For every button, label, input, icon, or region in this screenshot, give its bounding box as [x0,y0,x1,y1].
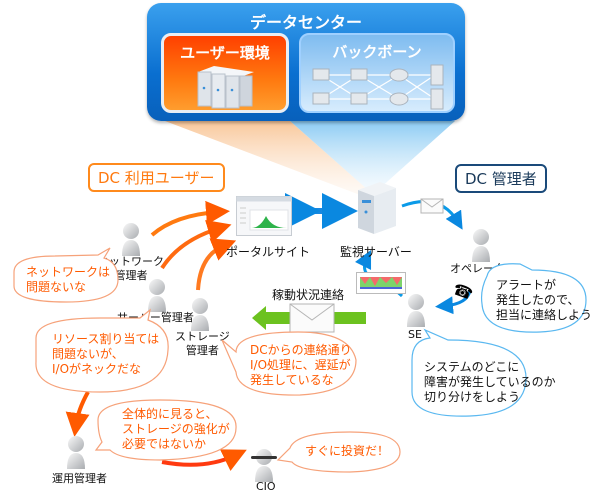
datacenter-panel: データセンター ユーザー環境 バックボーン [147,3,465,121]
bubble-se: システムのどこに 障害が発生しているのか 切り分けをしよう [424,360,556,405]
bubble-network-text: ネットワークは 問題ないな [26,265,111,294]
monitoring-server-label: 監視サーバー [340,245,412,259]
bubble-ops: 全体的に見ると、 ストレージの強化が 必要ではないか [122,407,230,452]
user-environment-label: ユーザー環境 [180,44,270,62]
datacenter-title: データセンター [249,13,362,32]
bubble-server: リソース割り当ては 問題ないが、 I/Oがネックだな [52,332,159,377]
bubble-server-text: リソース割り当ては 問題ないが、 I/Oがネックだな [52,332,160,376]
bubble-operator-text: アラートが 発生したので、 担当に連絡しよう [496,278,593,322]
backbone-label: バックボーン [332,43,422,61]
bubble-cio-shape [276,431,401,473]
storage-admin-label: ストレージ 管理者 [175,330,230,357]
backbone-panel: バックボーン [299,33,455,113]
bubble-network-shape [13,247,119,303]
server-rack-icon [197,66,254,109]
bubble-storage-text: DCからの連絡通り I/O処理に、遅延が 発生しているな [250,343,352,387]
arrow-network-to-portal [150,200,230,237]
user-environment-panel: ユーザー環境 [161,33,289,113]
bubble-cio: すぐに投資だ！ [305,444,389,459]
arrow-ops-to-cio [161,449,247,472]
cio-label: CIO [256,480,276,493]
bubble-storage-shape [221,331,357,396]
envelope-icon [289,303,335,333]
bubble-se-shape [411,328,527,417]
arrow-server-to-ops [65,391,90,437]
bubble-server-shape [35,308,169,393]
envelope-small-icon [420,198,444,214]
bubble-ops-text: 全体的に見ると、 ストレージの強化が 必要ではないか [122,407,230,451]
arrow-server-to-portal [160,219,232,270]
status-report-label: 稼動状況連絡 [272,288,345,302]
bubble-operator-shape [480,263,587,333]
portal-site-icon [236,196,292,236]
bubble-se-text: システムのどこに 障害が発生しているのか 切り分けをしよう [424,360,556,404]
bubble-network: ネットワークは 問題ないな [26,265,110,295]
arrow-storage-to-portal [196,238,237,291]
bubble-cio-text: すぐに投資だ！ [305,444,390,458]
monitoring-server-icon [358,182,396,234]
bubble-storage: DCからの連絡通り I/O処理に、遅延が 発生しているな [250,343,352,388]
mustache-icon [251,456,277,459]
bubble-operator: アラートが 発生したので、 担当に連絡しよう [496,278,592,323]
se-label: SE [408,328,422,341]
dc-users-label: DC 利用ユーザー [88,163,225,192]
portal-site-label: ポータルサイト [226,245,311,259]
bubble-ops-shape [94,399,237,461]
dc-admins-label: DC 管理者 [455,164,547,193]
arrow-operator-to-se [435,289,472,315]
ops-manager-label: 運用管理者 [52,472,107,485]
network-topology-icon [312,64,444,110]
status-chart-icon [356,272,406,294]
